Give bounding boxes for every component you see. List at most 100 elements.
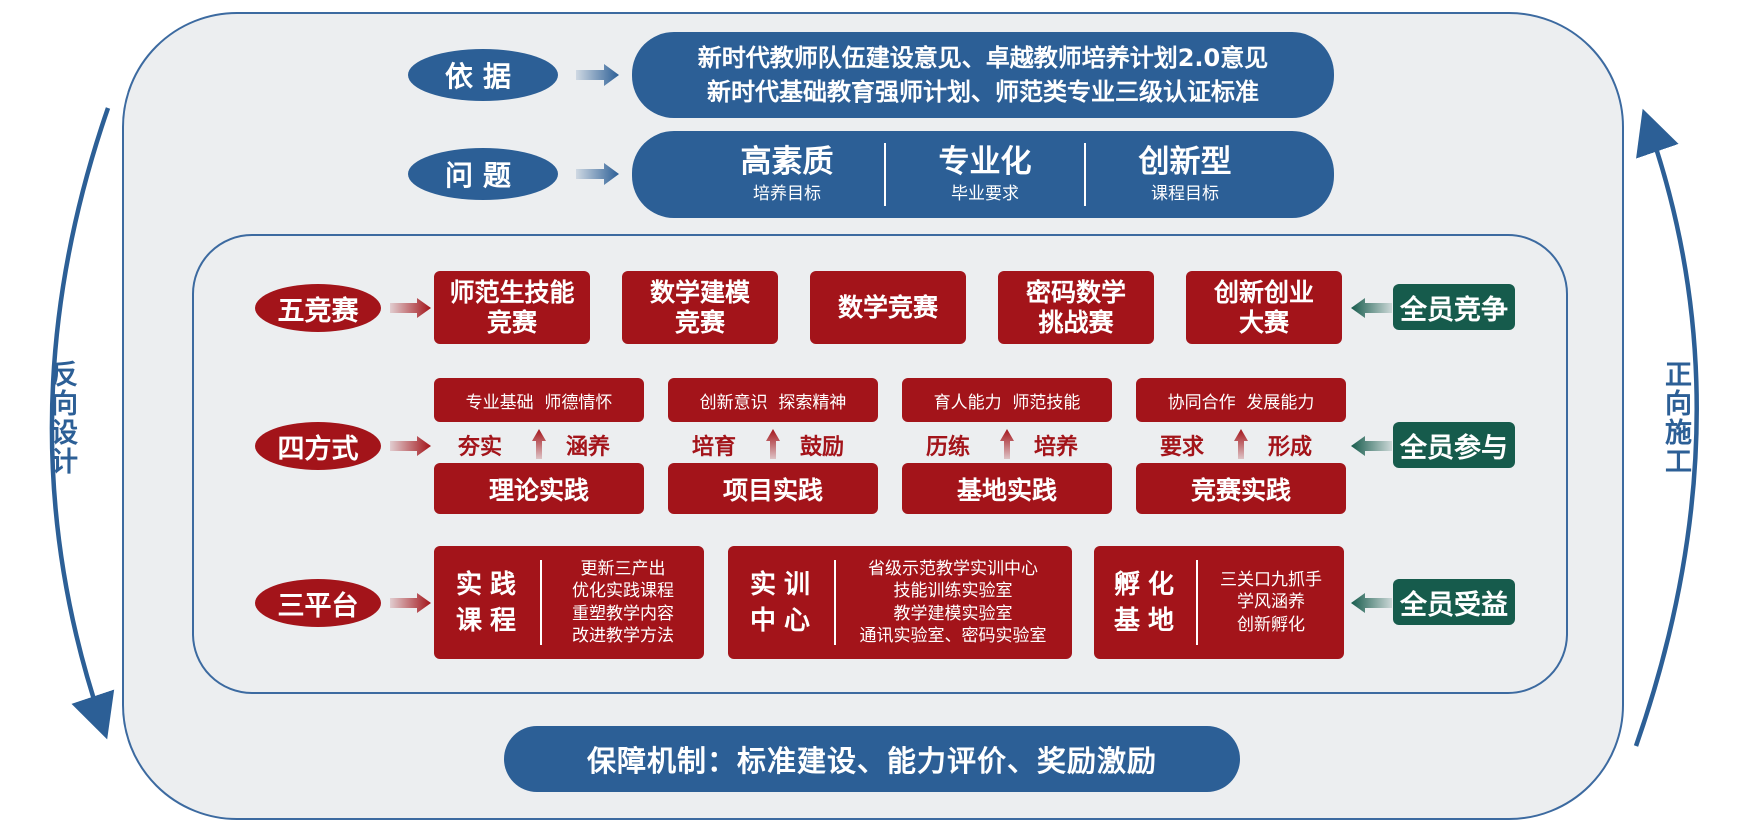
platform-3-title-2: 基地 bbox=[1113, 605, 1182, 636]
method-2-top: 创新意识 探索精神 bbox=[668, 378, 878, 422]
platform-2-list-item-4: 通讯实验室、密码实验室 bbox=[859, 626, 1047, 646]
competition-2-line1: 数学建模 bbox=[649, 277, 750, 307]
basis-box: 新时代教师队伍建设意见、卓越教师培养计划2.0意见 新时代基础教育强师计划、师范… bbox=[632, 32, 1334, 118]
left-curved-arrow bbox=[49, 107, 115, 740]
method-3-left: 历练 bbox=[926, 435, 971, 460]
platform-1-list-item-1: 更新三产出 bbox=[580, 558, 666, 579]
platform-1-divider bbox=[540, 560, 542, 645]
platform-3-title: 孵化 基地 bbox=[1102, 546, 1194, 659]
platform-1-title-1: 实践 bbox=[455, 569, 524, 600]
competition-1-line2: 竞赛 bbox=[486, 307, 537, 337]
competition-1-line1: 师范生技能 bbox=[449, 277, 575, 307]
method-4-bottom: 竞赛实践 bbox=[1136, 463, 1346, 514]
method-2-right: 鼓励 bbox=[800, 435, 845, 460]
problem-item-2-sub: 毕业要求 bbox=[951, 184, 1019, 204]
competition-4: 密码数学 挑战赛 bbox=[998, 271, 1154, 344]
platforms-arrow-icon bbox=[390, 593, 431, 613]
problem-item-2-main: 专业化 bbox=[938, 144, 1032, 180]
platform-1-list-item-2: 优化实践课程 bbox=[572, 581, 674, 601]
method-2-bottom: 项目实践 bbox=[668, 463, 878, 514]
platform-3-list-item-1: 三关口九抓手 bbox=[1220, 569, 1322, 590]
competition-2: 数学建模 竞赛 bbox=[622, 271, 778, 344]
method-4-top: 协同合作 发展能力 bbox=[1136, 378, 1346, 422]
competition-4-line2: 挑战赛 bbox=[1038, 307, 1114, 337]
competition-5-line2: 大赛 bbox=[1238, 307, 1289, 337]
basis-arrow-icon bbox=[576, 64, 619, 86]
competition-2-line2: 竞赛 bbox=[674, 307, 725, 337]
method-4-left: 要求 bbox=[1160, 435, 1205, 460]
platform-1-list-item-4: 改进教学方法 bbox=[572, 626, 674, 646]
method-2-left: 培育 bbox=[692, 435, 737, 460]
problem-arrow-icon bbox=[576, 163, 619, 185]
method-2-up-arrow-icon bbox=[766, 429, 780, 459]
method-1-bottom: 理论实践 bbox=[434, 463, 644, 514]
methods-tag: 全员参与 bbox=[1393, 422, 1515, 468]
problem-item-3-sub: 课程目标 bbox=[1151, 184, 1219, 204]
platform-1-title-2: 课程 bbox=[455, 605, 524, 636]
problem-box: 高素质 培养目标 专业化 毕业要求 创新型 课程目标 bbox=[632, 131, 1334, 218]
platform-2-list-item-3: 教学建模实验室 bbox=[893, 603, 1013, 624]
method-3-up-arrow-icon bbox=[1000, 429, 1014, 459]
problem-divider-2 bbox=[1084, 143, 1086, 206]
platform-2-divider bbox=[834, 560, 836, 645]
method-4-up-arrow-icon bbox=[1234, 429, 1248, 459]
platform-3-title-1: 孵化 bbox=[1113, 569, 1182, 600]
platform-3: 孵化 基地 三关口九抓手 学风涵养 创新孵化 bbox=[1094, 546, 1344, 659]
competition-3-line1: 数学竞赛 bbox=[837, 292, 938, 322]
competition-5-line1: 创新创业 bbox=[1213, 277, 1314, 307]
platforms-tag-arrow-icon bbox=[1351, 593, 1392, 613]
methods-label: 四方式 bbox=[255, 422, 381, 470]
method-1-top: 专业基础 师德情怀 bbox=[434, 378, 644, 422]
problem-item-3: 创新型 课程目标 bbox=[1110, 139, 1260, 209]
method-1-up-arrow-icon bbox=[532, 429, 546, 459]
basis-line-2: 新时代基础教育强师计划、师范类专业三级认证标准 bbox=[707, 78, 1259, 106]
platform-3-list-item-2: 学风涵养 bbox=[1237, 592, 1305, 613]
problem-divider-1 bbox=[884, 143, 886, 206]
method-4-right: 形成 bbox=[1268, 435, 1313, 460]
competition-5: 创新创业 大赛 bbox=[1186, 271, 1342, 344]
platform-2-list-item-2: 技能训练实验室 bbox=[893, 581, 1013, 601]
competition-3: 数学竞赛 bbox=[810, 271, 966, 344]
method-1-right: 涵养 bbox=[566, 435, 611, 460]
platform-2-list-item-1: 省级示范教学实训中心 bbox=[868, 558, 1038, 579]
platform-2-title-1: 实训 bbox=[749, 569, 818, 600]
platform-1-list: 更新三产出 优化实践课程 重塑教学内容 改进教学方法 bbox=[544, 546, 702, 659]
platform-1: 实践 课程 更新三产出 优化实践课程 重塑教学内容 改进教学方法 bbox=[434, 546, 704, 659]
method-1-left: 夯实 bbox=[458, 435, 503, 460]
methods-tag-arrow-icon bbox=[1351, 436, 1392, 456]
platform-2-list: 省级示范教学实训中心 技能训练实验室 教学建模实验室 通讯实验室、密码实验室 bbox=[838, 546, 1068, 659]
platforms-label: 三平台 bbox=[255, 579, 381, 627]
problem-item-1-main: 高素质 bbox=[740, 144, 834, 180]
platform-1-list-item-3: 重塑教学内容 bbox=[572, 603, 674, 624]
problem-item-1: 高素质 培养目标 bbox=[712, 139, 862, 209]
platforms-tag: 全员受益 bbox=[1393, 579, 1515, 625]
left-side-label: 反向设计 bbox=[46, 360, 77, 476]
competitions-arrow-icon bbox=[390, 298, 431, 318]
problem-item-1-sub: 培养目标 bbox=[753, 184, 821, 204]
problem-label: 问题 bbox=[408, 148, 558, 200]
competition-1: 师范生技能 竞赛 bbox=[434, 271, 590, 344]
platform-3-list: 三关口九抓手 学风涵养 创新孵化 bbox=[1200, 546, 1342, 659]
method-3-right: 培养 bbox=[1034, 435, 1079, 460]
right-curved-arrow bbox=[1633, 108, 1699, 747]
competition-4-line1: 密码数学 bbox=[1025, 277, 1126, 307]
basis-line-1: 新时代教师队伍建设意见、卓越教师培养计划2.0意见 bbox=[697, 44, 1269, 72]
platform-3-list-item-3: 创新孵化 bbox=[1237, 614, 1305, 635]
platform-2-title-2: 中心 bbox=[749, 605, 818, 636]
platform-2: 实训 中心 省级示范教学实训中心 技能训练实验室 教学建模实验室 通讯实验室、密… bbox=[728, 546, 1072, 659]
method-3-top: 育人能力 师范技能 bbox=[902, 378, 1112, 422]
competitions-tag-arrow-icon bbox=[1351, 298, 1392, 318]
platform-2-title: 实训 中心 bbox=[736, 546, 832, 659]
platform-3-divider bbox=[1196, 560, 1198, 645]
competitions-label: 五竞赛 bbox=[255, 284, 381, 332]
platform-1-title: 实践 课程 bbox=[442, 546, 538, 659]
basis-label: 依据 bbox=[408, 49, 558, 101]
methods-arrow-icon bbox=[390, 436, 431, 456]
guarantee-bar: 保障机制：标准建设、能力评价、奖励激励 bbox=[504, 726, 1240, 792]
method-3-bottom: 基地实践 bbox=[902, 463, 1112, 514]
problem-item-2: 专业化 毕业要求 bbox=[910, 139, 1060, 209]
problem-item-3-main: 创新型 bbox=[1138, 144, 1232, 180]
right-side-label: 正向施工 bbox=[1660, 360, 1691, 476]
competitions-tag: 全员竞争 bbox=[1393, 284, 1515, 330]
